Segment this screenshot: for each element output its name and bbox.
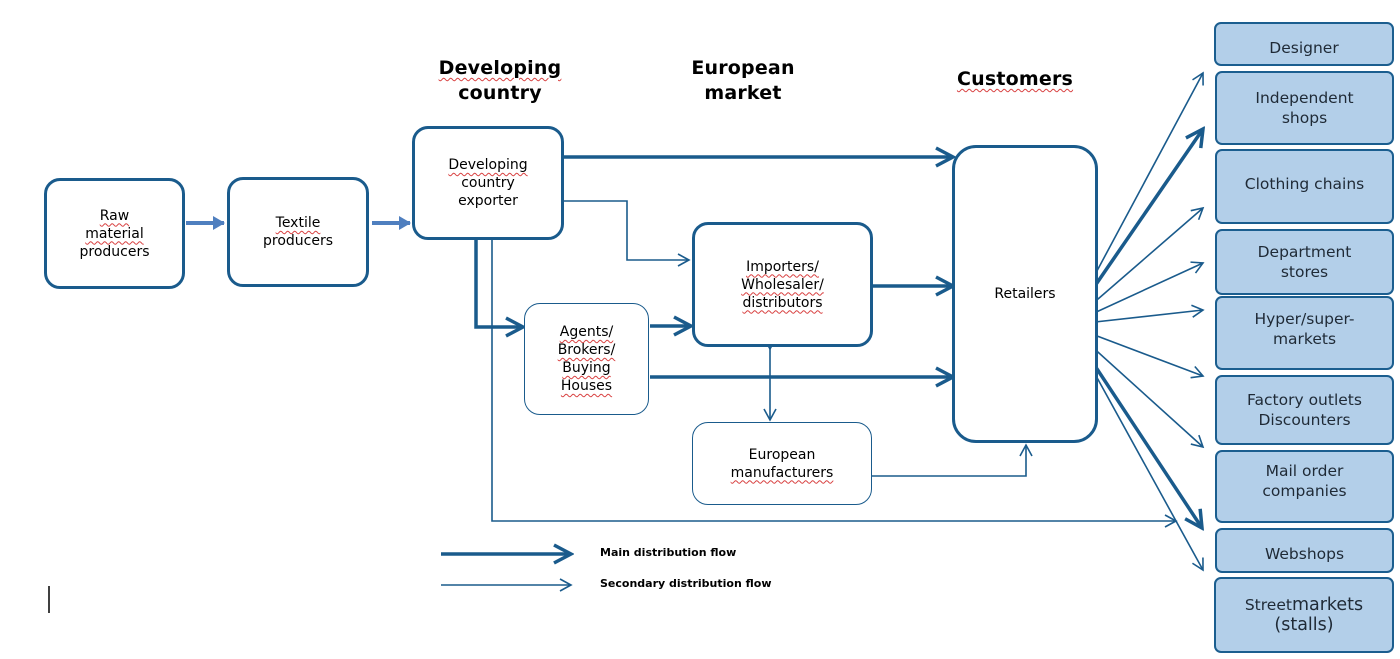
arrow-manufacturers-to-retailers xyxy=(872,443,1033,477)
channel-hyper-supermarkets: Hyper/super- markets xyxy=(1215,296,1394,370)
channel-webshops: Webshops xyxy=(1215,528,1394,573)
channel-street-markets: Streetmarkets (stalls) xyxy=(1214,577,1394,653)
channel-clothing-chains: Clothing chains xyxy=(1215,149,1394,224)
channel-independent-shops: Independent shops xyxy=(1215,71,1394,145)
arrow-exporter-to-agents xyxy=(474,239,523,327)
node-european-manufacturers: European manufacturers xyxy=(692,422,872,505)
node-raw-material-producers: Raw material producers xyxy=(44,178,185,289)
legend-secondary-label: Secondary distribution flow xyxy=(600,577,772,590)
header-developing-country: Developing country xyxy=(438,57,562,104)
node-agents-brokers-buying-houses: Agents/ Brokers/ Buying Houses xyxy=(524,303,649,415)
channel-department-stores: Department stores xyxy=(1215,229,1394,295)
node-textile-producers: Textile producers xyxy=(227,177,369,287)
node-importers-wholesaler-distributors: Importers/ Wholesaler/ distributors xyxy=(692,222,873,347)
arrow-exporter-to-webshops xyxy=(491,239,1178,528)
node-developing-country-exporter: Developing country exporter xyxy=(412,126,564,240)
legend-main-label: Main distribution flow xyxy=(600,546,737,559)
channel-designer: Designer xyxy=(1214,22,1394,66)
channel-mail-order-companies: Mail order companies xyxy=(1215,450,1394,523)
header-customers: Customers xyxy=(956,68,1074,90)
arrow-exporter-to-importers xyxy=(564,200,691,267)
node-retailers: Retailers xyxy=(952,145,1098,443)
header-european-market: European market xyxy=(691,57,795,104)
channel-factory-outlets-discounters: Factory outlets Discounters xyxy=(1215,375,1394,445)
